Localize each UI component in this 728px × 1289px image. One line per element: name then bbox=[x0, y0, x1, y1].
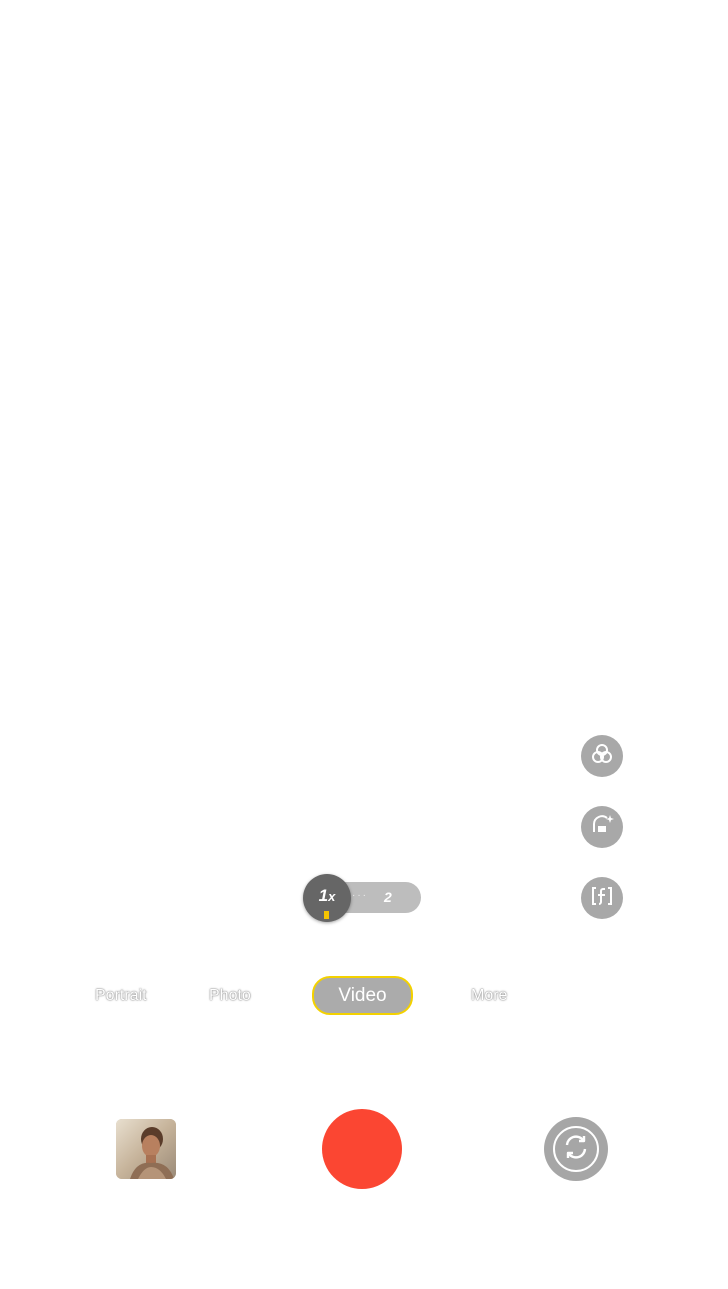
filters-button[interactable] bbox=[581, 735, 623, 777]
beauty-icon bbox=[589, 812, 615, 843]
mode-portrait[interactable]: Portrait bbox=[95, 987, 147, 1004]
beauty-button[interactable] bbox=[581, 806, 623, 848]
aperture-button[interactable] bbox=[581, 877, 623, 919]
gallery-thumbnail[interactable] bbox=[116, 1119, 176, 1179]
aperture-icon bbox=[589, 883, 615, 914]
zoom-current-label: 1x bbox=[318, 886, 336, 905]
switch-camera-button[interactable] bbox=[544, 1117, 608, 1181]
zoom-indicator bbox=[324, 911, 329, 919]
mode-video[interactable]: Video bbox=[312, 976, 413, 1015]
mode-more[interactable]: More bbox=[471, 987, 508, 1004]
mode-photo[interactable]: Photo bbox=[209, 987, 251, 1004]
filters-icon bbox=[589, 741, 615, 772]
switch-camera-icon bbox=[561, 1132, 591, 1167]
zoom-tick-dots: ··· bbox=[352, 890, 368, 901]
zoom-2x-option[interactable]: 2 bbox=[384, 889, 392, 905]
zoom-knob[interactable]: 1x bbox=[303, 874, 351, 922]
record-button[interactable] bbox=[322, 1109, 402, 1189]
